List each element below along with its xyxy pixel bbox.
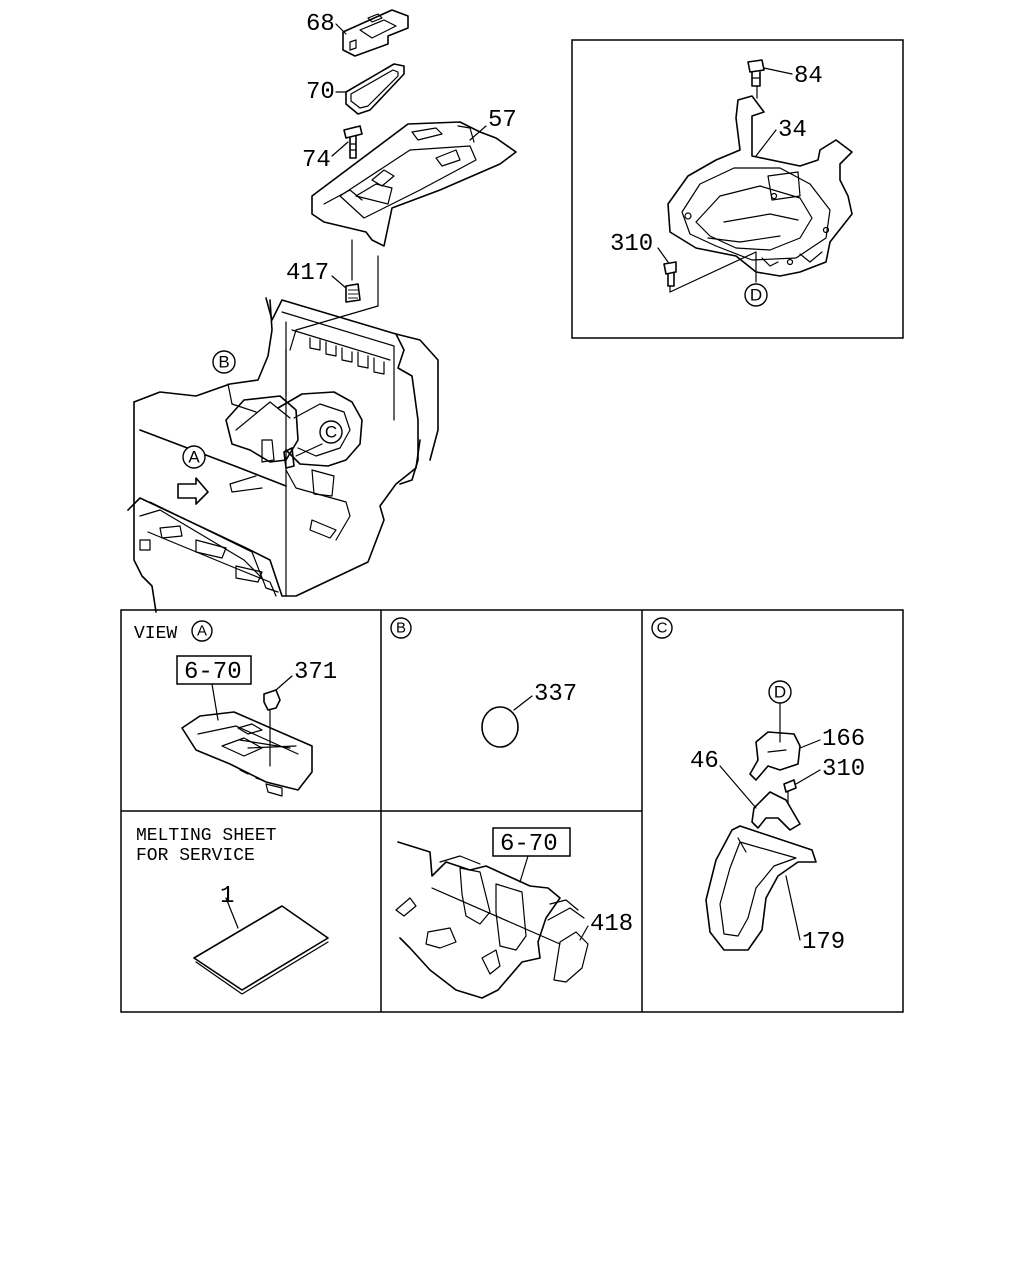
circle-ref-c bbox=[319, 420, 343, 444]
view-a-circle bbox=[191, 620, 213, 642]
callout-74: 74 bbox=[302, 147, 331, 174]
inset-frame bbox=[571, 39, 904, 339]
circle-ref-d-inset-label: D bbox=[750, 286, 762, 305]
part-57-tunnel-cover bbox=[311, 121, 517, 247]
callout-68: 68 bbox=[306, 11, 335, 38]
panel-b-circle bbox=[390, 617, 412, 639]
panel-c-circle-d-label: D bbox=[774, 683, 786, 702]
view-a-circle-label: A bbox=[197, 623, 207, 640]
part-84-bolt bbox=[747, 59, 765, 87]
part-34-undercover bbox=[667, 85, 853, 277]
callout-1: 1 bbox=[220, 883, 234, 910]
view-a-refbox-text: 6-70 bbox=[184, 659, 242, 686]
part-70-gasket bbox=[345, 63, 405, 115]
circle-ref-c-label: C bbox=[325, 423, 337, 442]
circle-ref-b-label: B bbox=[218, 353, 229, 372]
part-417-grommet bbox=[289, 239, 379, 351]
view-a-refbox bbox=[176, 655, 252, 685]
part-418-pad bbox=[553, 931, 589, 983]
callout-310-inset: 310 bbox=[610, 231, 653, 258]
callout-337: 337 bbox=[534, 681, 577, 708]
panel-view-a: VIEW A 6-70 371 bbox=[134, 620, 337, 797]
floor-body bbox=[127, 297, 439, 613]
part-68-cover bbox=[342, 9, 409, 57]
circle-ref-b bbox=[212, 350, 236, 374]
part-74-bolt bbox=[343, 125, 363, 159]
callout-34: 34 bbox=[778, 117, 807, 144]
melting-title-2: FOR SERVICE bbox=[136, 846, 255, 866]
panel-b-circle-label: B bbox=[396, 620, 406, 637]
panel-c: C D 166 310 46 179 bbox=[651, 617, 865, 956]
callout-417: 417 bbox=[286, 260, 329, 287]
view-a-title: VIEW bbox=[134, 624, 177, 644]
part-1-sheet bbox=[193, 905, 329, 991]
callout-418: 418 bbox=[590, 911, 633, 938]
callout-310-c: 310 bbox=[822, 756, 865, 783]
panel-b: B 337 bbox=[390, 617, 577, 748]
callout-70: 70 bbox=[306, 79, 335, 106]
panel-418-refbox-text: 6-70 bbox=[500, 831, 558, 858]
callout-371: 371 bbox=[294, 659, 337, 686]
melting-title-1: MELTING SHEET bbox=[136, 826, 277, 846]
part-310-bolt bbox=[663, 251, 757, 293]
callout-166: 166 bbox=[822, 726, 865, 753]
circle-ref-a-label: A bbox=[188, 448, 200, 467]
callout-179: 179 bbox=[802, 929, 845, 956]
circle-ref-d-inset bbox=[744, 283, 768, 307]
callout-84: 84 bbox=[794, 63, 823, 90]
part-337-plug bbox=[481, 706, 519, 748]
circle-ref-a bbox=[182, 445, 206, 469]
panel-418-refbox bbox=[492, 827, 571, 857]
callout-46: 46 bbox=[690, 748, 719, 775]
panel-c-circle bbox=[651, 617, 673, 639]
panel-c-circle-label: C bbox=[657, 620, 668, 637]
panel-grid bbox=[120, 609, 904, 1013]
panel-melting-sheet: MELTING SHEET FOR SERVICE 1 bbox=[136, 826, 329, 995]
callout-57: 57 bbox=[488, 107, 517, 134]
panel-418: 6-70 418 bbox=[395, 827, 633, 999]
